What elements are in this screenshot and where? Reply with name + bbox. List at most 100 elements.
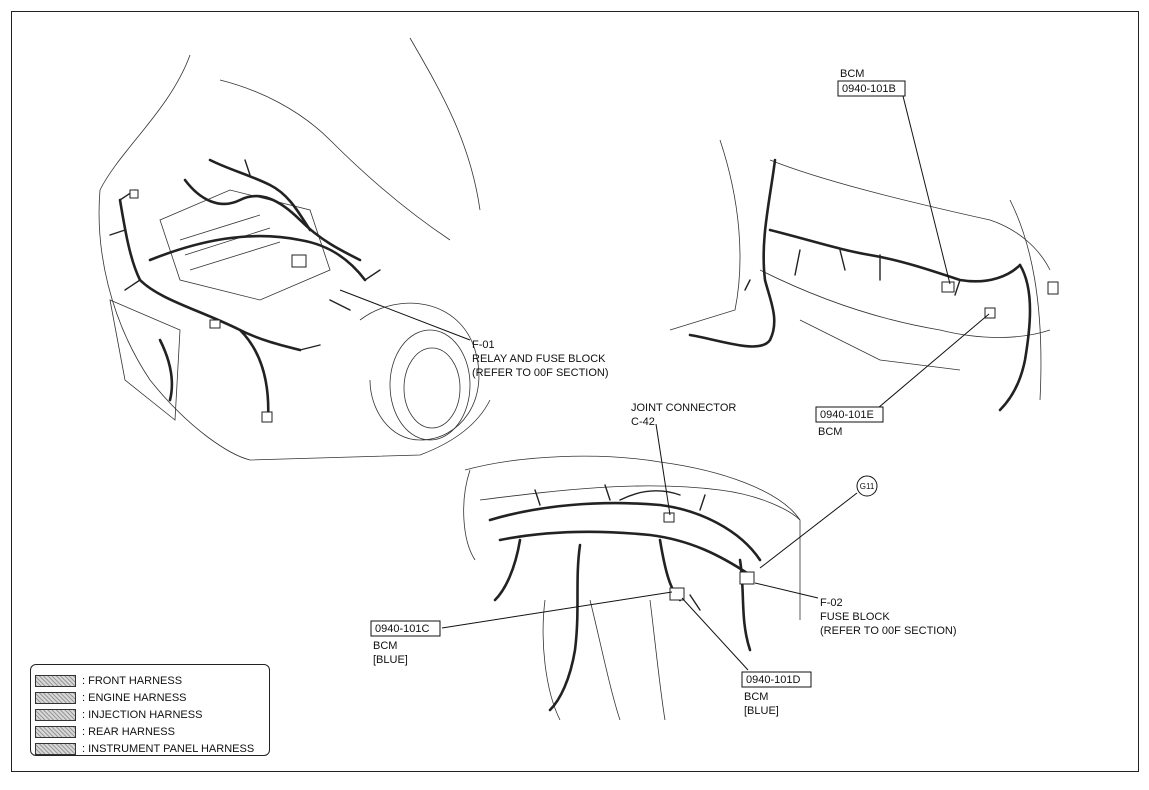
bcm-b-label: BCM [840, 68, 864, 80]
rear-harness-left [688, 158, 777, 348]
rear-panel-line [799, 319, 961, 371]
dash-upper-edge [479, 485, 801, 521]
engine-connector [209, 319, 221, 329]
ground-leader [759, 492, 858, 569]
rear-pillar-line [669, 139, 741, 331]
f02-name: FUSE BLOCK [820, 611, 890, 623]
ip-harness-main [488, 501, 762, 562]
bcm-b-code: 0940-101B [842, 83, 896, 95]
rear-harness-branches [744, 249, 961, 296]
dash-top-line [464, 455, 801, 620]
bcm-d-color: [BLUE] [744, 705, 779, 717]
injection-harness-bundle [183, 178, 362, 262]
bcm-e-code-box [815, 406, 884, 423]
harness-legend: : FRONT HARNESS : ENGINE HARNESS : INJEC… [30, 664, 270, 756]
front-harness-bundle [118, 198, 302, 352]
joint-connector-c42 [663, 512, 675, 523]
ip-harness-lower [498, 530, 752, 577]
f01-name: RELAY AND FUSE BLOCK [472, 353, 606, 365]
front-harness-connector [129, 189, 139, 199]
hood-edge-line [99, 54, 191, 191]
bcm-b-leader [902, 95, 951, 285]
ip-harness-branches [534, 484, 706, 611]
bcm-c-code: 0940-101C [375, 623, 429, 635]
front-harness-drop [238, 328, 270, 422]
bcm-e-connector [984, 307, 996, 319]
f01-note: (REFER TO 00F SECTION) [472, 367, 609, 379]
front-connector [261, 411, 273, 423]
bumper-outline [98, 189, 251, 461]
bcm-c-code-box [370, 620, 441, 637]
legend-swatch [35, 708, 76, 721]
legend-item-injection-harness: : INJECTION HARNESS [35, 707, 202, 722]
lower-body-line [249, 399, 491, 461]
bcm-d-code-box [741, 671, 812, 688]
rear-connector [1047, 281, 1059, 295]
steering-column [542, 599, 561, 721]
fuse-block-f02 [739, 571, 755, 585]
front-harness-lamp-lead [158, 338, 174, 402]
rear-roof-line [769, 159, 1051, 271]
legend-label: : INSTRUMENT PANEL HARNESS [82, 742, 255, 755]
center-console-left [589, 599, 621, 721]
legend-swatch [35, 742, 76, 755]
ip-harness-center-drop [548, 543, 582, 712]
ip-harness-left-drop [493, 538, 522, 602]
legend-item-engine-harness: : ENGINE HARNESS [35, 690, 187, 705]
headlamp-outline [109, 299, 181, 421]
windshield-edge [409, 37, 481, 211]
legend-label: : REAR HARNESS [82, 725, 175, 738]
bcm-e-code: 0940-101E [820, 409, 874, 421]
diagram-frame [11, 11, 1139, 772]
rear-body-view [669, 95, 1059, 412]
f02-note: (REFER TO 00F SECTION) [820, 625, 957, 637]
f02-leader [754, 582, 819, 599]
rear-quarter-line [1009, 199, 1042, 401]
harness-branch-leads [109, 159, 381, 351]
ip-harness-right-drop [738, 558, 752, 652]
instrument-panel-view [441, 423, 858, 721]
joint-connector-name: JOINT CONNECTOR [631, 402, 736, 414]
ground-point-code: G11 [860, 482, 875, 491]
bcm-b-connector [941, 281, 955, 293]
wheel-arch [359, 302, 480, 441]
hood-outline [219, 79, 451, 241]
legend-item-rear-harness: : REAR HARNESS [35, 724, 175, 739]
legend-label: : ENGINE HARNESS [82, 691, 187, 704]
joint-connector-leader [655, 423, 671, 516]
ground-point-symbol [856, 475, 878, 497]
engine-manifold [179, 214, 281, 271]
engine-harness-bundle [148, 234, 367, 282]
rear-floor-line [759, 269, 1051, 338]
engine-harness-top [208, 158, 312, 232]
legend-item-front-harness: : FRONT HARNESS [35, 673, 182, 688]
legend-label: : FRONT HARNESS [82, 674, 183, 687]
joint-connector-code: C-42 [631, 416, 655, 428]
engine-block [159, 189, 331, 301]
rear-harness-main [768, 228, 1022, 283]
bcm-d-label: BCM [744, 691, 768, 703]
dash-left-line [463, 469, 476, 561]
legend-label: : INJECTION HARNESS [82, 708, 203, 721]
engine-compartment-view [98, 37, 491, 461]
front-wheel-inner [403, 347, 461, 429]
bcm-b-code-box [837, 80, 906, 97]
bcm-c-color: [BLUE] [373, 654, 408, 666]
relay-fuse-block-connector [291, 254, 307, 268]
rear-harness-right [998, 263, 1032, 412]
front-wheel [389, 329, 471, 441]
bcm-c-label: BCM [373, 640, 397, 652]
center-console-right [649, 599, 666, 721]
bcm-e-leader [877, 313, 990, 409]
legend-swatch [35, 725, 76, 738]
f02-code: F-02 [820, 597, 843, 609]
bcm-e-label: BCM [818, 426, 842, 438]
bcm-c-d-connector [669, 587, 685, 601]
legend-swatch [35, 691, 76, 704]
bcm-c-leader [441, 591, 673, 629]
legend-swatch [35, 674, 76, 687]
bcm-d-code: 0940-101D [746, 674, 800, 686]
bcm-d-leader [681, 597, 749, 671]
